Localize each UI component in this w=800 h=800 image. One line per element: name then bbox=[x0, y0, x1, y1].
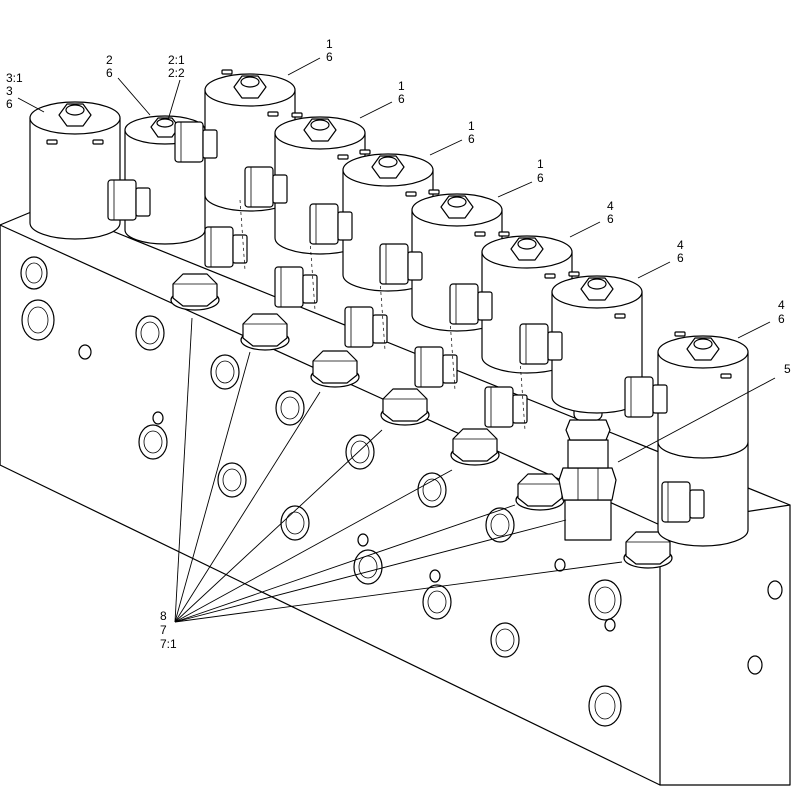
callout-2-1-2-2-line-2: 2:2 bbox=[168, 66, 185, 80]
callout-labels: 3:1 3 6 2 6 2:1 2:2 1 6 1 6 1 6 1 6 4 6 … bbox=[6, 37, 791, 651]
solenoid-coil bbox=[551, 271, 643, 414]
hex-plugs bbox=[170, 273, 673, 569]
callout-4-6-a-line-2: 6 bbox=[607, 212, 614, 226]
callout-4-6-b-line-2: 6 bbox=[677, 251, 684, 265]
callout-8-7-7-1-line-2: 7 bbox=[160, 623, 167, 637]
electrical-connectors bbox=[107, 121, 705, 523]
callout-2-6-line-1: 2 bbox=[106, 53, 113, 67]
callout-4-6-b-line-1: 4 bbox=[677, 238, 684, 252]
callout-5-line-1: 5 bbox=[784, 362, 791, 376]
callout-3-1-3-6-line-2: 3 bbox=[6, 84, 13, 98]
callout-1-6-a-line-1: 1 bbox=[326, 37, 333, 51]
callout-3-1-3-6-line-3: 6 bbox=[6, 97, 13, 111]
callout-3-1-3-6-line-1: 3:1 bbox=[6, 71, 23, 85]
callout-4-6-c-line-2: 6 bbox=[778, 312, 785, 326]
callout-1-6-b-line-1: 1 bbox=[398, 79, 405, 93]
callout-1-6-c-line-1: 1 bbox=[468, 119, 475, 133]
callout-2-1-2-2-line-1: 2:1 bbox=[168, 53, 185, 67]
solenoid-coils bbox=[29, 69, 749, 547]
leader-lines bbox=[17, 57, 776, 623]
callout-8-7-7-1-line-1: 8 bbox=[160, 609, 167, 623]
callout-1-6-d-line-2: 6 bbox=[537, 171, 544, 185]
callout-1-6-c-line-2: 6 bbox=[468, 132, 475, 146]
callout-4-6-c-line-1: 4 bbox=[778, 298, 785, 312]
callout-1-6-d-line-1: 1 bbox=[537, 157, 544, 171]
callout-1-6-a-line-2: 6 bbox=[326, 50, 333, 64]
manifold-ports bbox=[20, 256, 783, 727]
callout-2-6-line-2: 6 bbox=[106, 66, 113, 80]
callout-4-6-a-line-1: 4 bbox=[607, 199, 614, 213]
callout-8-7-7-1-line-3: 7:1 bbox=[160, 637, 177, 651]
solenoid-coil bbox=[29, 101, 121, 240]
callout-1-6-b-line-2: 6 bbox=[398, 92, 405, 106]
